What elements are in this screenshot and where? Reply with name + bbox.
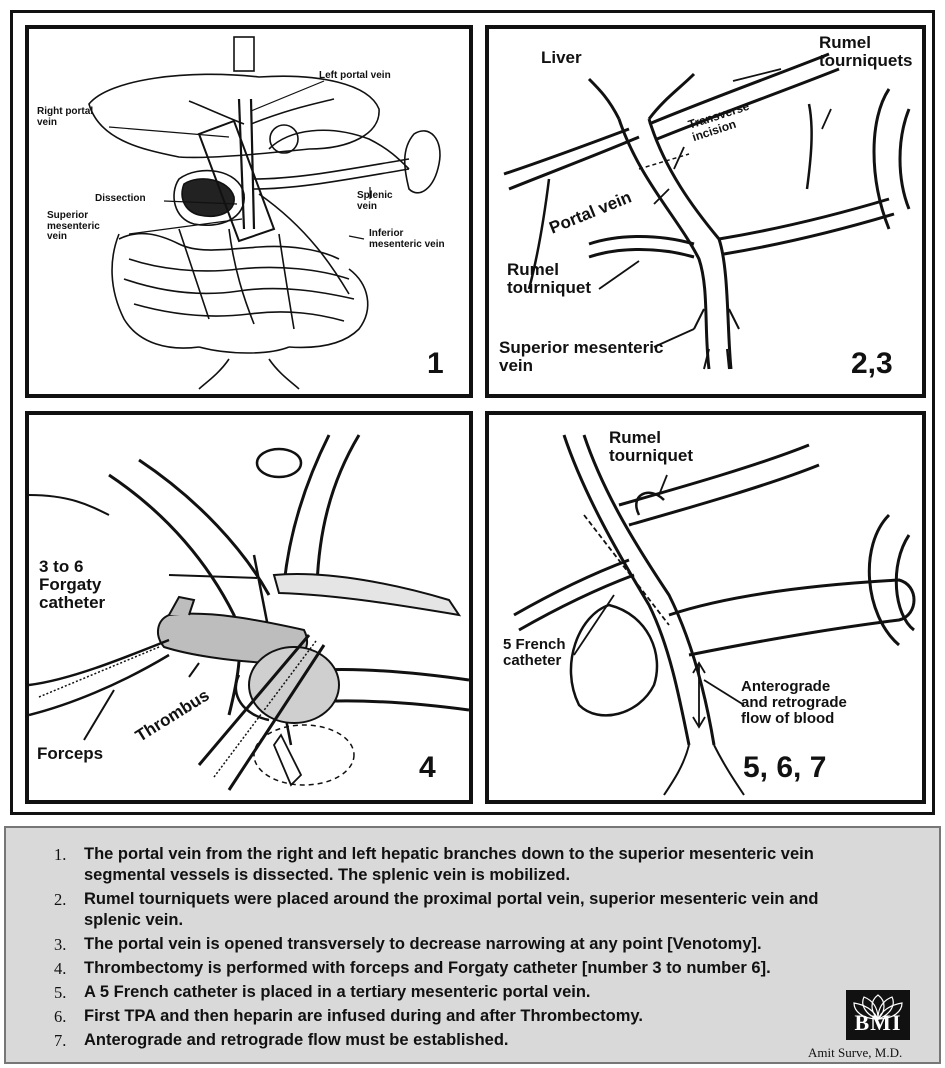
panel-number-2-3: 2,3: [851, 347, 893, 381]
panel-number-5-6-7: 5, 6, 7: [743, 751, 826, 785]
step-number: 3.: [54, 934, 66, 955]
label-liver: Liver: [541, 49, 582, 67]
step-item: 7. Anterograde and retrograde flow must b…: [54, 1030, 844, 1051]
step-number: 6.: [54, 1006, 66, 1027]
panel-4-catheter-flow: Rumel tourniquet 5 French catheter Anter…: [485, 411, 926, 804]
panel-3-thrombectomy: 3 to 6 Forgaty catheter Thrombus Forceps…: [25, 411, 473, 804]
label-rumel-tourniquet: Rumel tourniquet: [507, 261, 591, 297]
step-item: 6. First TPA and then heparin are infused…: [54, 1006, 844, 1027]
label-splenic-vein: Splenic vein: [357, 191, 393, 212]
step-item: 2. Rumel tourniquets were placed around t…: [54, 889, 844, 931]
step-number: 7.: [54, 1030, 66, 1051]
label-dissection: Dissection: [95, 194, 146, 205]
bmi-logo: BMI: [846, 990, 910, 1040]
step-text: Rumel tourniquets were placed around the…: [84, 890, 818, 929]
label-superior-mesenteric-vein: Superior mesenteric vein: [47, 211, 100, 243]
label-left-portal-vein: Left portal vein: [319, 71, 391, 82]
label-superior-mesenteric-vein: Superior mesenteric vein: [499, 339, 663, 375]
step-text: The portal vein is opened transversely t…: [84, 935, 762, 953]
panel-number-1: 1: [427, 347, 444, 381]
step-text: First TPA and then heparin are infused d…: [84, 1007, 643, 1025]
steps-list: 1. The portal vein from the right and lef…: [54, 844, 844, 1054]
step-number: 5.: [54, 982, 66, 1003]
step-text: Anterograde and retrograde flow must be …: [84, 1031, 509, 1049]
step-text: The portal vein from the right and left …: [84, 845, 814, 884]
panel-2-tourniquets: Liver Rumel tourniquets Transverse incis…: [485, 25, 926, 398]
label-right-portal-vein: Right portal vein: [37, 107, 93, 128]
label-french-catheter: 5 French catheter: [503, 637, 566, 669]
step-number: 4.: [54, 958, 66, 979]
panel-number-4: 4: [419, 751, 436, 785]
step-item: 1. The portal vein from the right and lef…: [54, 844, 844, 886]
step-item: 4. Thrombectomy is performed with forceps…: [54, 958, 844, 979]
label-anterograde-retrograde-flow: Anterograde and retrograde flow of blood: [741, 679, 847, 726]
label-forgaty-catheter: 3 to 6 Forgaty catheter: [39, 558, 105, 612]
step-text: Thrombectomy is performed with forceps a…: [84, 959, 771, 977]
author-signature: Amit Surve, M.D.: [808, 1045, 902, 1061]
label-rumel-tourniquets: Rumel tourniquets: [819, 34, 913, 70]
label-inferior-mesenteric-vein: Inferior mesenteric vein: [369, 229, 445, 250]
step-number: 1.: [54, 844, 66, 865]
panel-4-illustration: [489, 415, 922, 800]
logo-text: BMI: [848, 1010, 908, 1036]
label-forceps: Forceps: [37, 745, 103, 763]
step-number: 2.: [54, 889, 66, 910]
step-text: A 5 French catheter is placed in a terti…: [84, 983, 591, 1001]
figure-frame: Left portal vein Right portal vein Disse…: [10, 10, 935, 815]
steps-caption-box: 1. The portal vein from the right and lef…: [4, 826, 941, 1064]
step-item: 5. A 5 French catheter is placed in a ter…: [54, 982, 844, 1003]
label-rumel-tourniquet: Rumel tourniquet: [609, 429, 693, 465]
step-item: 3. The portal vein is opened transversely…: [54, 934, 844, 955]
panel-1-overview: Left portal vein Right portal vein Disse…: [25, 25, 473, 398]
